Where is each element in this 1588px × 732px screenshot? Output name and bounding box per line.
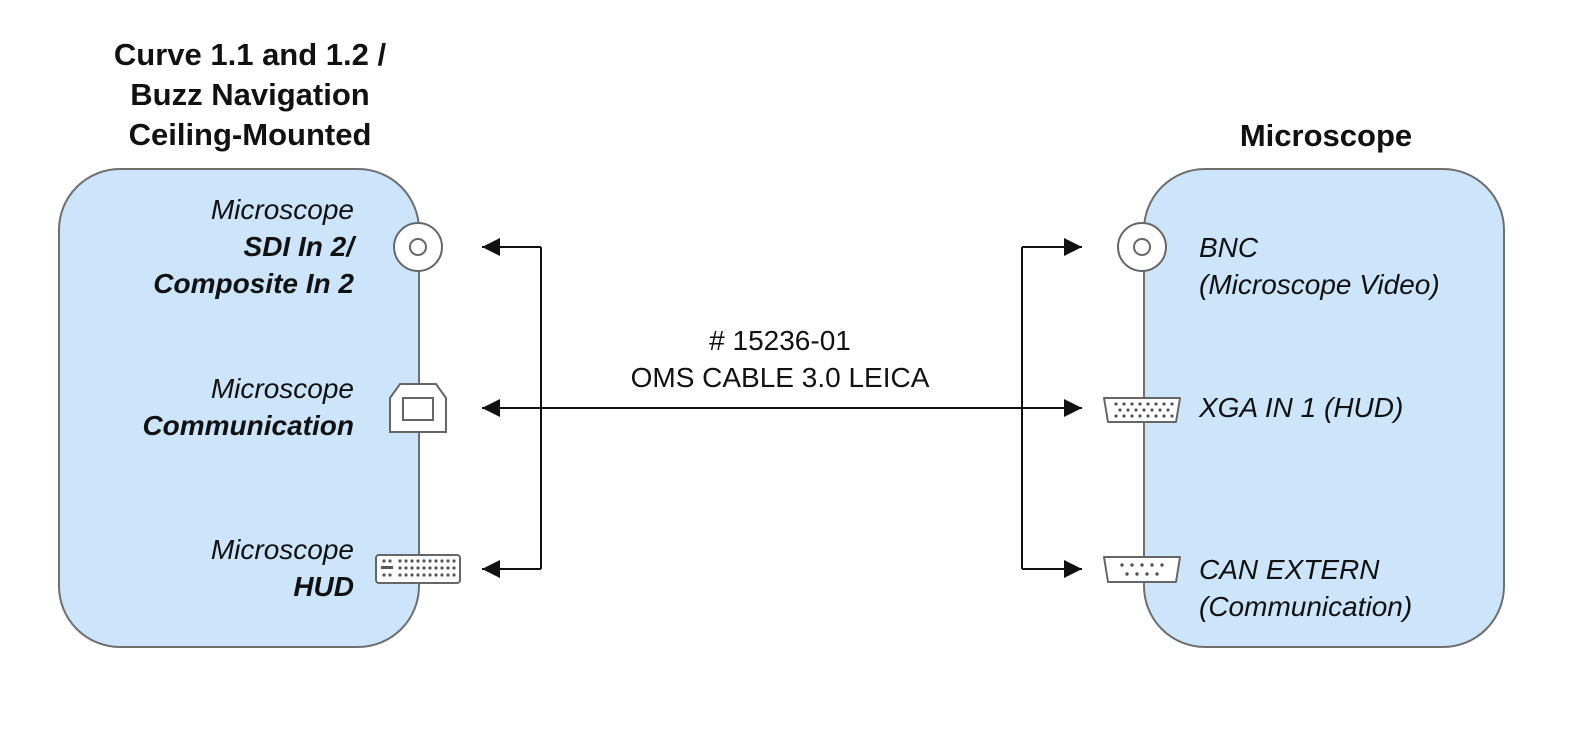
left-title-line-2: Buzz Navigation [130, 77, 370, 112]
right-port-bnc-line-2: (Microscope Video) [1199, 269, 1440, 300]
right-port-can-label: CAN EXTERN (Communication) [1199, 551, 1499, 625]
right-device-box [1143, 168, 1505, 648]
left-title-line-1: Curve 1.1 and 1.2 / [113, 37, 387, 72]
right-port-can-line-2: (Communication) [1199, 591, 1413, 622]
cable-label: # 15236-01 OMS CABLE 3.0 LEICA [580, 322, 980, 396]
right-port-bnc-label: BNC (Microscope Video) [1199, 229, 1499, 303]
right-device-title: Microscope [1239, 118, 1413, 153]
left-port-communication-name: Communication [142, 410, 354, 441]
bnc-connector-icon [1117, 222, 1167, 272]
left-port-hud-label: Microscope HUD [14, 531, 354, 605]
dvi-connector-icon [375, 554, 461, 584]
left-port-sdi-name-line-1: SDI In 2/ [243, 231, 354, 262]
cable-part-number: # 15236-01 [709, 325, 851, 356]
right-port-bnc-line-1: BNC [1199, 232, 1259, 263]
left-port-sdi-label: Microscope SDI In 2/ Composite In 2 [14, 191, 354, 302]
left-port-sdi-name-line-2: Composite In 2 [153, 268, 354, 299]
left-device-box [58, 168, 420, 648]
left-port-hud-caption: Microscope [210, 534, 354, 565]
left-title-line-3: Ceiling-Mounted [128, 117, 372, 152]
vga-connector-icon [1103, 397, 1181, 423]
left-device-title: Curve 1.1 and 1.2 / Buzz Navigation Ceil… [60, 35, 440, 155]
left-port-sdi-caption: Microscope [210, 194, 354, 225]
cable-name: OMS CABLE 3.0 LEICA [630, 362, 930, 393]
left-port-hud-name: HUD [293, 571, 354, 602]
left-port-communication-caption: Microscope [210, 373, 354, 404]
right-port-xga-line-1: XGA IN 1 (HUD) [1199, 392, 1404, 423]
right-port-can-line-1: CAN EXTERN [1199, 554, 1380, 585]
bnc-connector-icon [393, 222, 443, 272]
left-port-communication-label: Microscope Communication [14, 370, 354, 444]
usb-b-connector-icon [389, 383, 447, 433]
right-port-xga-label: XGA IN 1 (HUD) [1199, 389, 1499, 426]
dsub9-connector-icon [1103, 556, 1181, 583]
